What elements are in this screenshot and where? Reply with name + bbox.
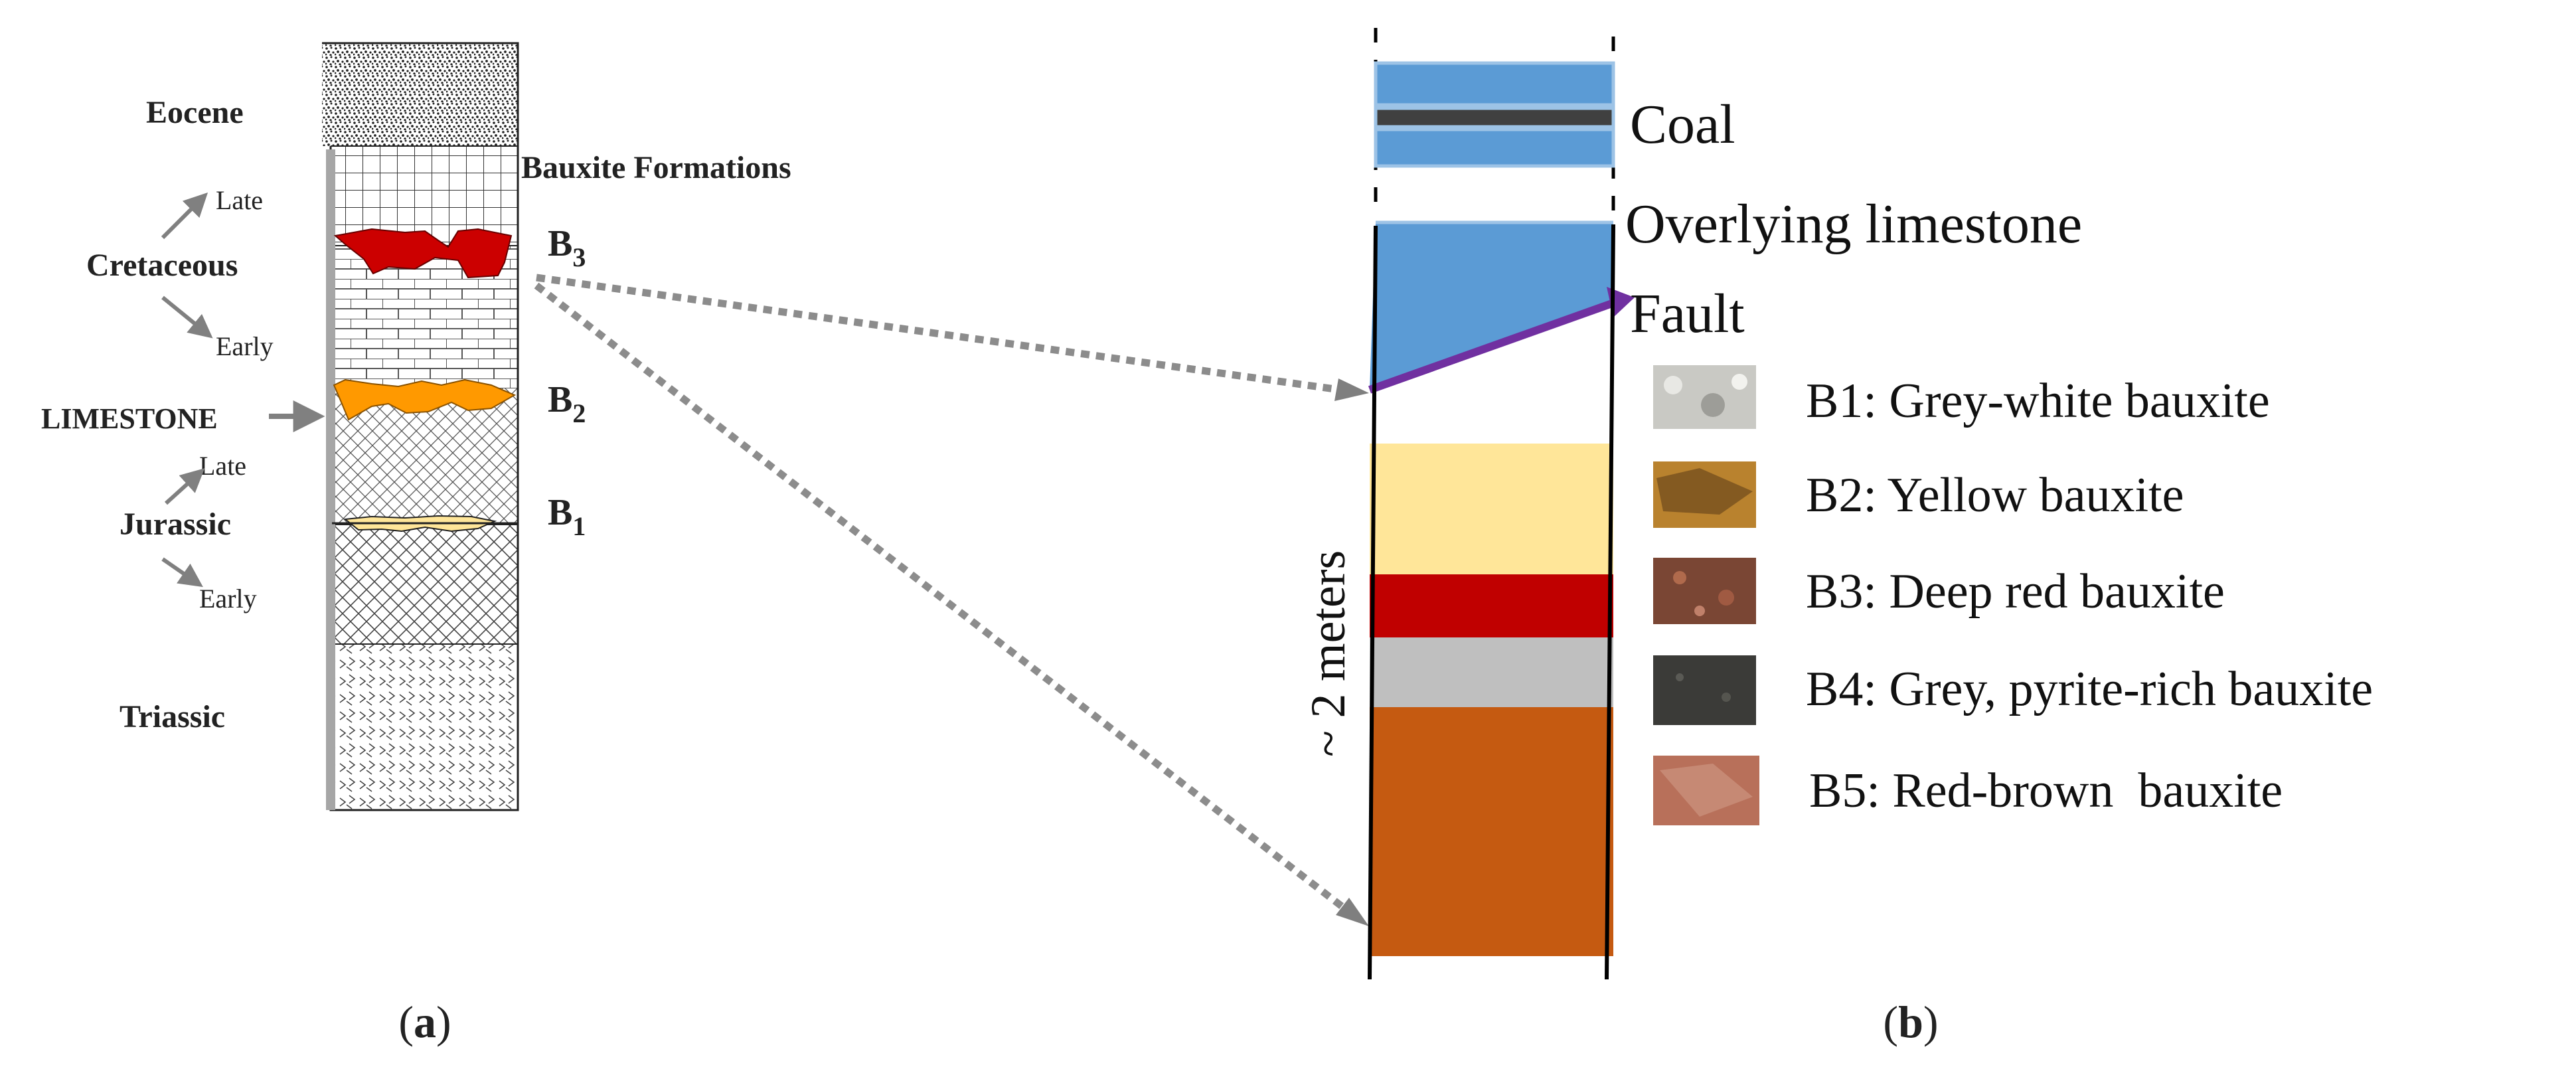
red-bauxite-layer — [1370, 574, 1613, 637]
triassic-label: Triassic — [120, 699, 225, 734]
eocene-layer — [322, 43, 518, 146]
horizon-b3-lens — [333, 228, 513, 279]
cretaceous-late-label: Late — [216, 185, 263, 215]
thickness-label: ~ 2 meters — [1301, 550, 1356, 757]
legend-label-b3: B3: Deep red bauxite — [1806, 564, 2225, 619]
connector-to-fault-arrowhead — [1334, 378, 1369, 401]
horizon-b2-label: B2 — [548, 379, 586, 428]
section-left-edge — [1368, 225, 1378, 980]
upper-cretaceous-layer — [331, 146, 518, 246]
yellow-bauxite-layer — [1370, 444, 1613, 574]
legend-label-b4: B4: Grey, pyrite-rich bauxite — [1806, 662, 2373, 716]
epoch-labels: Eocene Cretaceous Late Early LIMESTONE J… — [41, 95, 325, 734]
red-brown-bauxite-layer — [1370, 707, 1613, 956]
eocene-label: Eocene — [146, 95, 244, 130]
legend-label-b1: B1: Grey-white bauxite — [1806, 374, 2270, 428]
panel-b-caption: (b) — [1883, 997, 1938, 1047]
connector-to-base-arrowhead — [1336, 898, 1369, 926]
horizon-labels: B3 B2 B1 — [548, 223, 586, 541]
connector-to-base — [534, 282, 1347, 912]
fault-line — [1368, 299, 1614, 394]
limestone-label: LIMESTONE — [41, 402, 218, 435]
overlying-limestone-label: Overlying limestone — [1625, 193, 2082, 255]
section-column — [1368, 28, 1635, 980]
panel-a: Eocene Cretaceous Late Early LIMESTONE J… — [41, 42, 791, 1047]
connector-to-fault — [536, 274, 1345, 394]
legend-swatch-b4 — [1653, 655, 1756, 725]
bauxite-formations-label: Bauxite Formations — [521, 150, 791, 185]
cretaceous-early-label: Early — [216, 331, 274, 361]
panel-a-caption: (a) — [398, 997, 451, 1047]
horizon-b2-lens — [333, 378, 517, 421]
section-right-edge — [1605, 224, 1615, 980]
jurassic-early-label: Early — [199, 584, 257, 614]
legend-label-b2: B2: Yellow bauxite — [1806, 468, 2184, 523]
coal-label: Coal — [1630, 94, 1735, 155]
triassic-layer — [331, 644, 518, 810]
overlying-limestone-layer — [1370, 222, 1613, 388]
coal-limestone-top — [1374, 61, 1615, 107]
grey-bauxite-layer — [1370, 637, 1613, 707]
bauxite-legend: B1: Grey-white bauxite B2: Yellow bauxit… — [1653, 365, 2373, 825]
horizon-b1-label: B1 — [548, 492, 586, 541]
jurassic-late-label: Late — [199, 451, 246, 481]
panel-b: ~ 2 meters Coal Overlying limestone Faul… — [1301, 28, 2373, 1047]
cretaceous-label: Cretaceous — [86, 248, 238, 283]
legend-label-b5: B5: Red-brown bauxite — [1809, 764, 2283, 818]
fault-label: Fault — [1630, 283, 1745, 345]
legend-swatch-b3 — [1653, 558, 1756, 624]
coal-limestone-bottom — [1374, 127, 1615, 168]
horizon-b3-label: B3 — [548, 223, 586, 272]
connector-arrows — [534, 274, 1369, 926]
stratigraphic-column — [322, 42, 519, 811]
coal-seam — [1374, 106, 1615, 129]
jurassic-label: Jurassic — [120, 507, 231, 542]
lower-jurassic-layer — [331, 525, 518, 644]
